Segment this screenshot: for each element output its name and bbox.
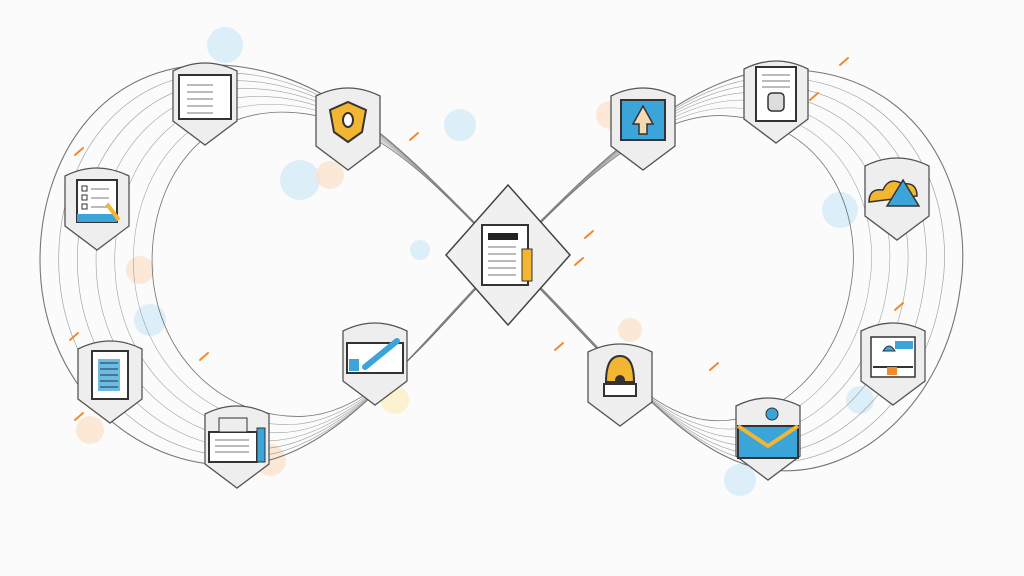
document-chip-icon [743,60,809,144]
desk-person-icon [860,322,926,406]
splash [126,256,154,284]
edit-chart-icon [342,322,408,406]
upload-arrow-icon [610,87,676,171]
cloud-landscape-icon [864,157,930,241]
splash [280,160,320,200]
orange-mark [894,302,904,311]
splash [846,386,874,414]
checklist-icon [64,167,130,251]
splash [822,192,858,228]
orange-mark [839,57,849,66]
icon-nodes [64,60,930,489]
orange-mark [709,362,719,371]
splash [207,27,243,63]
orange-mark [809,92,819,101]
central-document-icon [444,183,572,327]
splash [724,464,756,496]
document-window-icon [172,62,238,146]
splash [444,109,476,141]
clipboard-icon [77,340,143,424]
orange-mark [409,132,419,141]
orange-mark [69,332,79,341]
lock-bulb-icon [587,343,653,427]
shield-icon [315,87,381,171]
orange-mark [554,342,564,351]
splash [410,240,430,260]
splash [134,304,166,336]
orange-mark [74,147,84,156]
envelope-icon [735,397,801,481]
orange-mark [74,412,84,421]
splash [618,318,642,342]
printer-files-icon [204,405,270,489]
orange-mark [584,230,594,239]
splash [76,416,104,444]
orange-mark [574,257,584,266]
orange-mark [199,352,209,361]
splash [316,161,344,189]
